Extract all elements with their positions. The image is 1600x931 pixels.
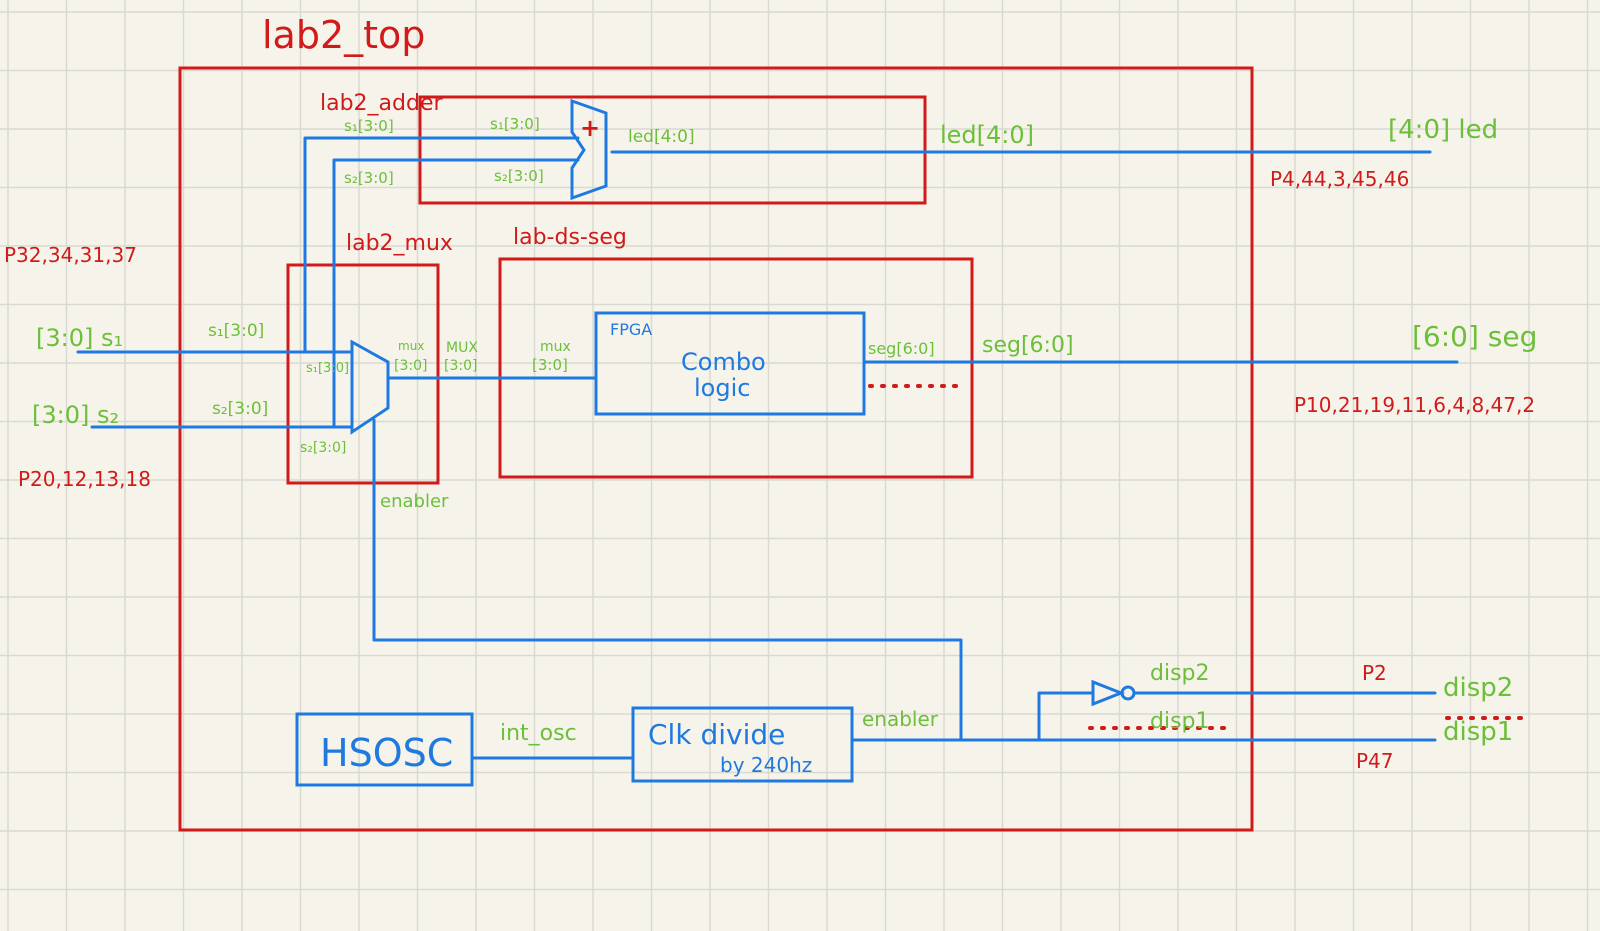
signal-mux-out-2: [3:0] — [394, 358, 427, 374]
pins-led: P4,44,3,45,46 — [1270, 167, 1409, 191]
hsosc-block — [295, 712, 474, 787]
signal-adder-s2-a: s₂[3:0] — [344, 169, 394, 187]
port-disp2: disp2 — [1443, 673, 1513, 703]
signal-disp1: disp1 — [1150, 709, 1210, 734]
module-name-adder: lab2_adder — [320, 91, 444, 116]
pins-disp2: P2 — [1362, 661, 1387, 685]
port-s2: [3:0] s₂ — [32, 401, 119, 429]
hsosc-label: HSOSC — [320, 731, 453, 775]
pins-disp1: P47 — [1356, 749, 1394, 773]
port-led: [4:0] led — [1388, 115, 1498, 145]
signal-mux-out-1: mux — [398, 339, 424, 353]
lab-ds-seg-box — [498, 257, 974, 479]
signal-seg-in-1: mux — [540, 339, 571, 355]
wire-s2 — [90, 158, 580, 429]
pins-s2: P20,12,13,18 — [18, 467, 151, 491]
lab2-adder-box — [418, 95, 927, 205]
signal-adder-s2-b: s₂[3:0] — [494, 167, 544, 185]
signal-s1-in: s₁[3:0] — [208, 321, 264, 341]
port-s1: [3:0] s₁ — [36, 324, 123, 352]
mux-symbol — [350, 339, 390, 435]
clk-divide-label: Clk divide — [648, 718, 785, 751]
port-disp1: disp1 — [1443, 717, 1513, 747]
wire-disp1 — [850, 691, 1437, 742]
logic-label: logic — [694, 374, 750, 402]
clk-divide-block — [631, 706, 854, 783]
signal-enabler-mux: enabler — [380, 491, 449, 512]
combo-label: Combo — [681, 348, 766, 376]
adder-symbol — [570, 98, 608, 201]
signal-adder-s1-a: s₁[3:0] — [344, 117, 394, 135]
lab2-top-box — [178, 66, 1254, 832]
pins-seg: P10,21,19,11,6,4,8,47,2 — [1294, 393, 1535, 417]
lab2-mux-box — [286, 263, 440, 485]
signal-mux-wire-1: MUX — [446, 340, 478, 356]
signal-s2-in: s₂[3:0] — [212, 399, 268, 419]
signal-seg-wire: seg[6:0] — [982, 333, 1074, 358]
port-seg: [6:0] seg — [1412, 320, 1537, 353]
clk-rate-label: by 240hz — [720, 753, 812, 777]
signal-seg-out: seg[6:0] — [868, 339, 935, 358]
signal-mux-s1: s₁[3:0] — [306, 361, 349, 376]
signal-seg-in-2: [3:0] — [532, 356, 568, 374]
module-name-seg: lab-ds-seg — [513, 225, 627, 250]
adder-plus-label: + — [580, 114, 600, 142]
signal-led-wire: led[4:0] — [940, 121, 1034, 149]
module-name-mux: lab2_mux — [346, 231, 453, 256]
signal-disp2: disp2 — [1150, 661, 1210, 686]
fpga-label: FPGA — [610, 320, 652, 339]
pins-s1: P32,34,31,37 — [4, 243, 137, 267]
signal-adder-s1-b: s₁[3:0] — [490, 115, 540, 133]
signal-mux-s2: s₂[3:0] — [300, 440, 346, 456]
signal-mux-wire-2: [3:0] — [444, 358, 477, 374]
signal-led-internal: led[4:0] — [628, 127, 695, 147]
signal-int-osc: int_osc — [500, 721, 577, 746]
module-name-top: lab2_top — [262, 13, 425, 57]
signal-enabler-clk: enabler — [862, 707, 939, 731]
wire-s1 — [76, 136, 580, 354]
